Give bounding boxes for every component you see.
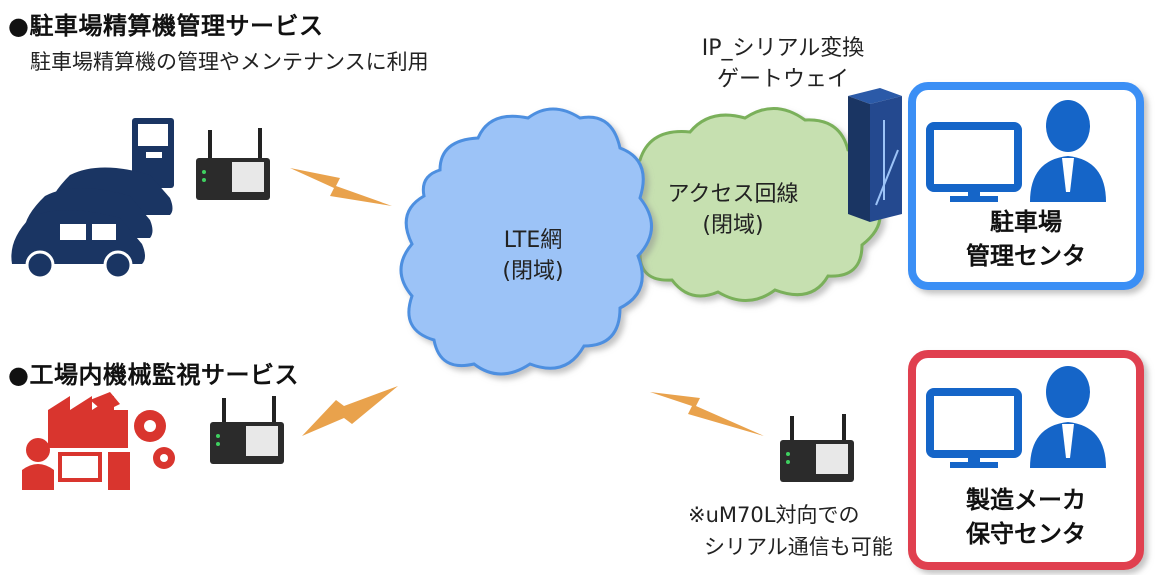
car-icon	[11, 167, 173, 280]
parking-service-title: ●駐車場精算機管理サービス	[8, 12, 324, 40]
maker-center-label: 製造メーカ 保守センタ	[912, 484, 1140, 551]
lte-label-line1: LTE網	[503, 228, 563, 253]
monitor-icon	[926, 122, 1022, 202]
person-icon	[1030, 100, 1106, 202]
lte-label-line2: (閉域)	[502, 258, 564, 284]
access-cloud-label: アクセス回線 (閉域)	[648, 180, 818, 242]
note-line2: シリアル通信も可能	[704, 534, 893, 559]
maker-center-line1: 製造メーカ	[966, 486, 1086, 514]
factory-service-title: ●工場内機械監視サービス	[8, 361, 299, 389]
parking-center-line2: 管理センタ	[966, 241, 1086, 270]
lte-cloud	[399, 107, 653, 376]
person-icon	[1030, 366, 1106, 468]
router-icon	[196, 128, 270, 200]
parking-service-subtitle: 駐車場精算機の管理やメンテナンスに利用	[30, 50, 429, 74]
parking-center-label: 駐車場 管理センタ	[912, 206, 1140, 273]
note-line1: ※uM70L対向での	[688, 503, 860, 527]
factory-icon	[22, 392, 175, 490]
maker-center-box	[908, 350, 1144, 570]
gateway-label-line2: ゲートウェイ	[716, 66, 849, 92]
maker-center-line2: 保守センタ	[966, 519, 1086, 548]
serial-note: ※uM70L対向での シリアル通信も可能	[688, 500, 908, 563]
access-label-line2: (閉域)	[702, 212, 764, 238]
access-label-line1: アクセス回線	[667, 182, 799, 207]
router-icon	[780, 414, 854, 482]
gateway-label: IP_シリアル変換 ゲートウェイ	[668, 34, 898, 96]
parking-machine-icon	[132, 118, 174, 188]
parking-center-box	[908, 82, 1144, 290]
wireless-bolt-icon	[290, 168, 392, 206]
wireless-bolt-icon	[302, 386, 398, 436]
monitor-icon	[926, 388, 1022, 468]
parking-center-line1: 駐車場	[990, 208, 1062, 236]
router-icon	[210, 396, 284, 464]
lte-cloud-label: LTE網 (閉域)	[468, 226, 598, 288]
gateway-server-icon	[848, 88, 902, 222]
gateway-label-line1: IP_シリアル変換	[701, 36, 865, 61]
wireless-bolt-icon	[650, 392, 764, 436]
